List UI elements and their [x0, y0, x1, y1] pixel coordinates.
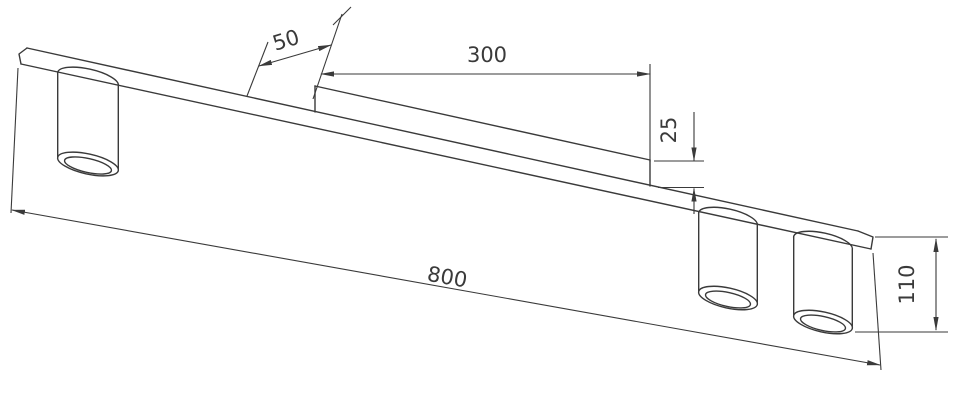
track-left-end-cap [18, 47, 28, 65]
dimension-label-25: 25 [657, 117, 681, 144]
spotlight-middle [697, 206, 759, 311]
dimension-label-50: 50 [270, 25, 303, 56]
dimension-label-110: 110 [895, 264, 919, 304]
spotlight-body [57, 72, 119, 171]
track-top-edge [26, 47, 859, 232]
dimension-label-300: 300 [467, 43, 507, 67]
extension-line-left [312, 13, 343, 100]
spotlight-lens-ring [63, 156, 113, 175]
dimension-300: 300 [312, 6, 651, 162]
dimension-50: 50 [246, 25, 332, 97]
track-bottom-edge [20, 63, 872, 250]
extension-tick [332, 6, 352, 26]
extension-line [246, 41, 269, 97]
dimension-line [258, 44, 332, 67]
dimension-110: 110 [855, 236, 948, 333]
dimension-label-800: 800 [425, 262, 469, 293]
extension-line-right [872, 252, 882, 371]
spotlight-left [56, 66, 120, 177]
dimension-25: 25 [654, 112, 704, 214]
spotlight-bottom-rim [56, 151, 120, 177]
extension-line-left [10, 67, 19, 214]
dimension-line [11, 209, 881, 366]
mounting-channel-edge [314, 85, 651, 161]
